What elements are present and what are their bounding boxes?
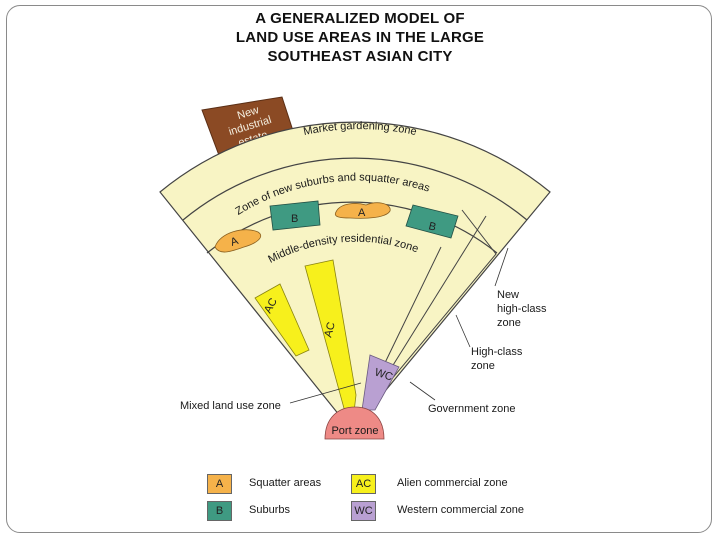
leader-mixed-1 — [289, 382, 362, 404]
ring-boundary-outer — [182, 157, 528, 221]
leader-high-class — [455, 314, 471, 348]
new-high-class-label-2: high-class — [497, 303, 547, 315]
suburb-mark-right: B — [427, 220, 437, 233]
port-zone-label: Port zone — [331, 425, 378, 437]
legend-label-alien-commercial: Alien commercial zone — [397, 477, 508, 489]
western-commercial-mark: WC — [373, 366, 394, 383]
legend-swatch-suburbs: B — [207, 501, 232, 521]
title-line-1: A GENERALIZED MODEL OF — [255, 10, 465, 27]
alien-commercial-mark-main: AC — [322, 321, 338, 339]
squatter-mark-right: A — [358, 207, 366, 219]
suburb-mark-left: B — [291, 213, 298, 225]
western-commercial — [361, 354, 400, 411]
ring-boundary-middle — [206, 201, 498, 254]
mixed-land-use-label: Mixed land use zone — [180, 400, 281, 412]
squatter-mark-left: A — [229, 235, 241, 249]
legend-label-western-commercial: Western commercial zone — [397, 504, 524, 516]
title-line-3: SOUTHEAST ASIAN CITY — [267, 48, 453, 65]
suburb-right — [405, 204, 459, 239]
squatter-area-left — [214, 229, 262, 253]
city-fan — [159, 121, 551, 432]
new-high-class-label-3: zone — [497, 317, 521, 329]
alien-commercial-main — [304, 259, 357, 413]
legend-swatch-squatter: A — [207, 474, 232, 494]
legend-swatch-alien-commercial: AC — [351, 474, 376, 494]
legend-label-suburbs: Suburbs — [249, 504, 290, 516]
port-zone — [324, 406, 385, 440]
diagram-title: A GENERALIZED MODEL OF LAND USE AREAS IN… — [0, 9, 720, 66]
title-line-2: LAND USE AREAS IN THE LARGE — [235, 29, 485, 46]
legend-swatch-western-commercial: WC — [351, 501, 376, 521]
suburb-left — [269, 200, 321, 231]
new-high-class-label-1: New — [497, 289, 519, 301]
government-zone-label: Government zone — [428, 403, 515, 415]
alien-commercial-left — [254, 283, 310, 357]
high-class-label-1: High-class — [471, 346, 523, 358]
high-class-label-2: zone — [471, 360, 495, 372]
market-gardening-label: Market gardening zone — [302, 120, 417, 138]
leader-government — [409, 381, 436, 401]
leader-new-high-class — [494, 247, 509, 287]
legend-label-squatter: Squatter areas — [249, 477, 322, 489]
divider-new-high-class — [365, 209, 497, 411]
squatter-area-right — [334, 202, 391, 219]
